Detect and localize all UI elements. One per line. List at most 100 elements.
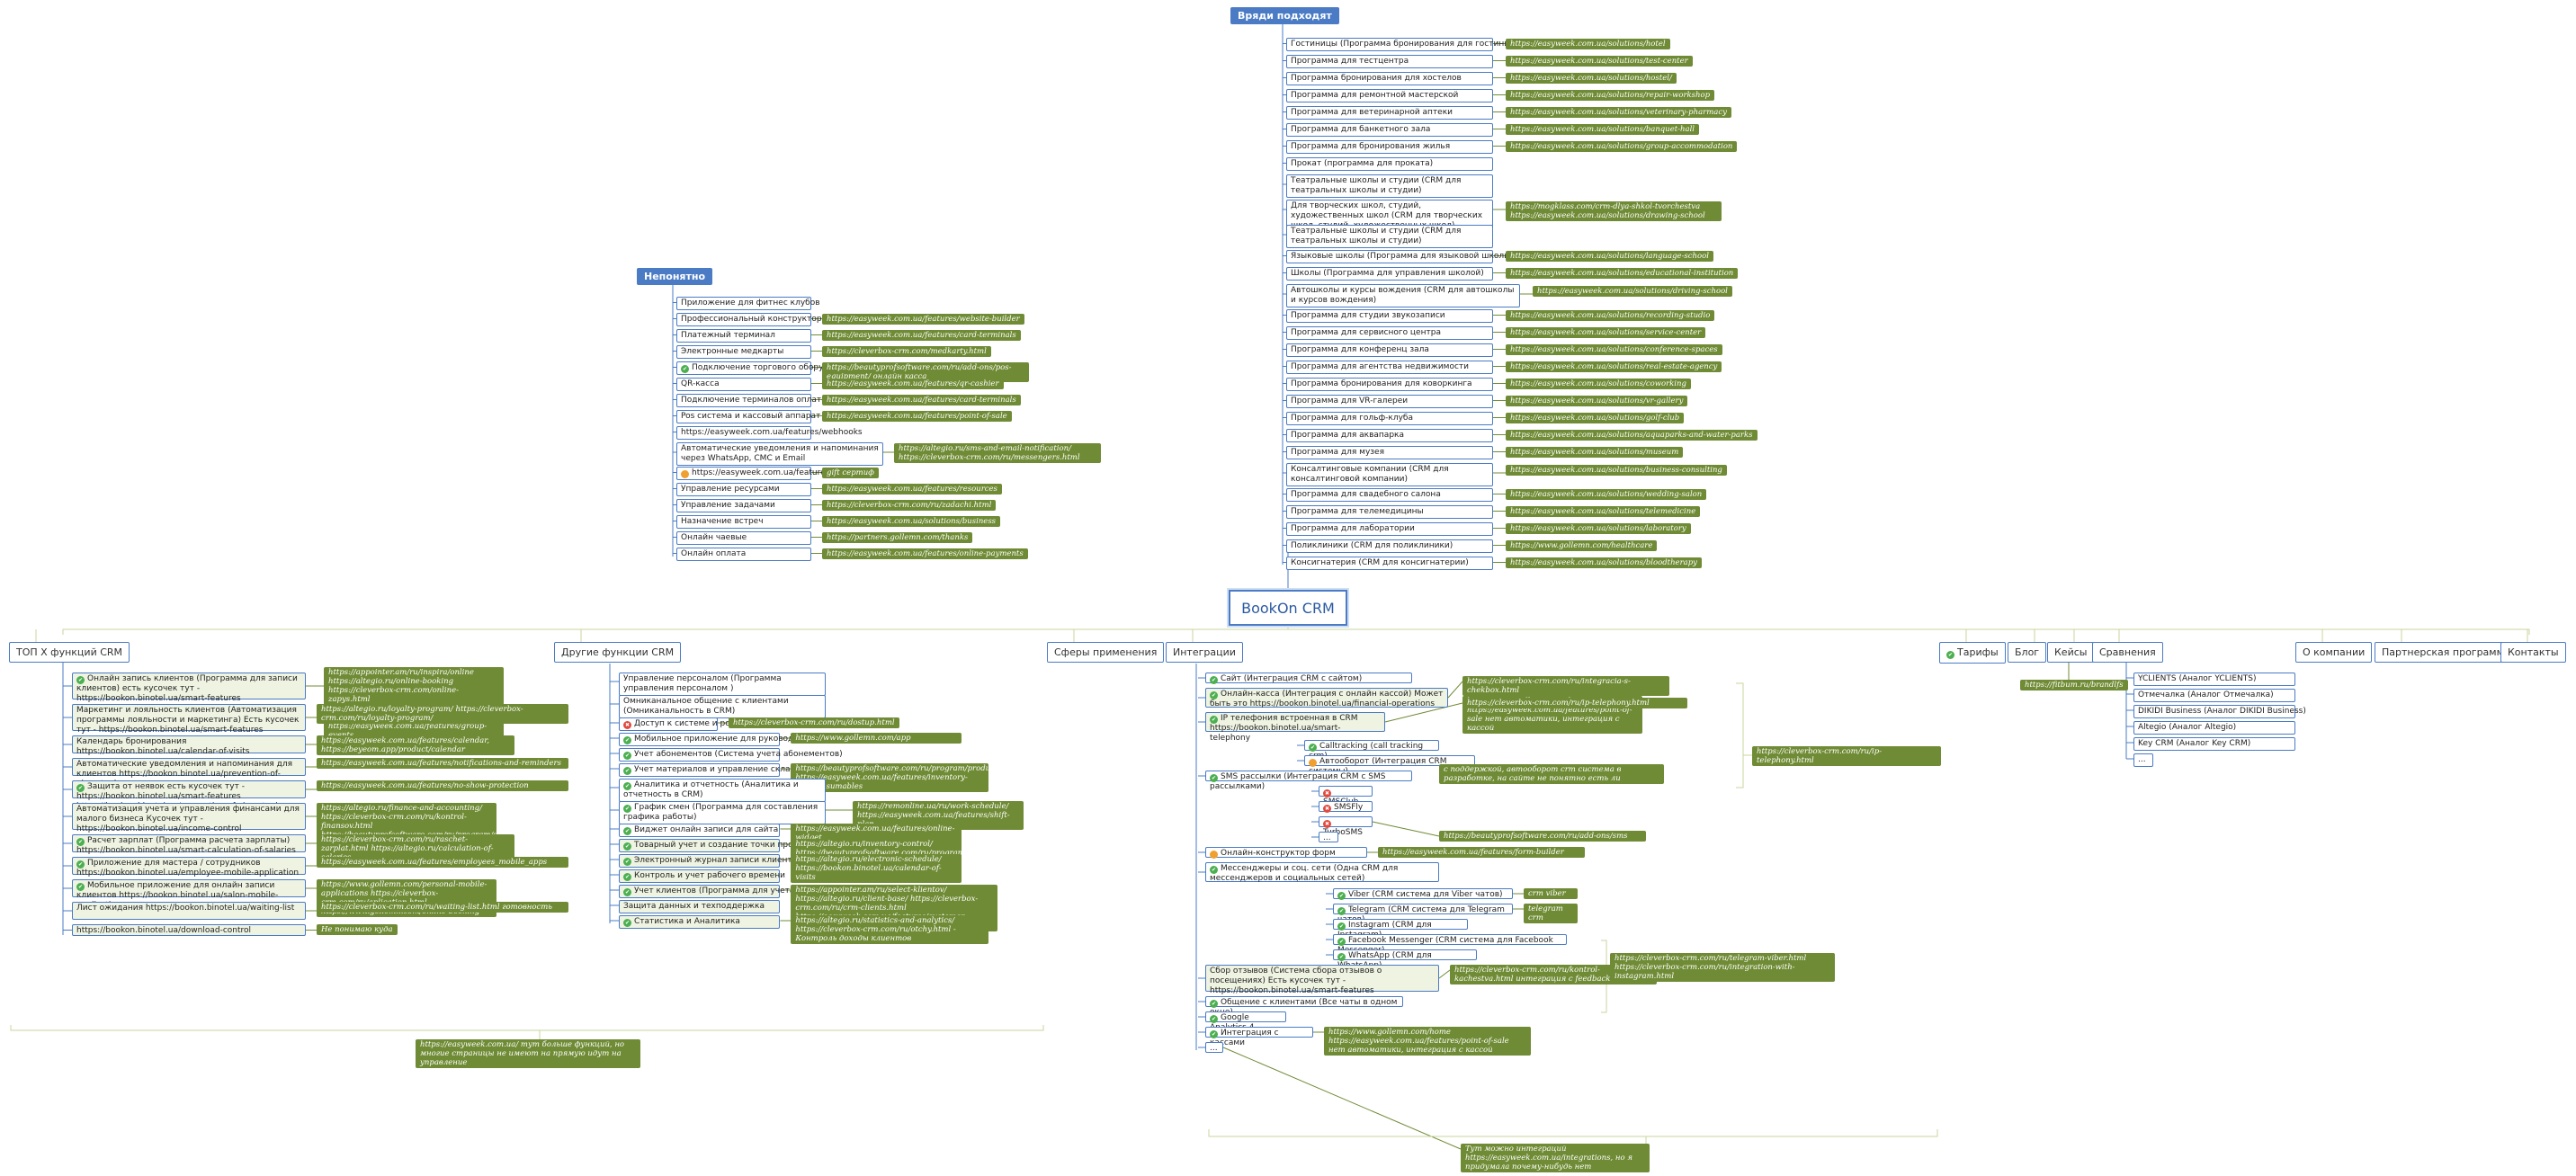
- other-item[interactable]: Учет материалов и управление складом: [619, 763, 807, 777]
- integration-item[interactable]: Instagram (CRM для Instagram): [1333, 919, 1468, 940]
- other-item[interactable]: Статистика и Аналитика: [619, 915, 781, 929]
- header-vredni[interactable]: Вряди подходят: [1230, 7, 1339, 24]
- top-item[interactable]: Приложение для мастера / сотрудников htt…: [72, 857, 306, 878]
- other-item[interactable]: Контроль и учет рабочего времени: [619, 869, 785, 883]
- neponyatno-item[interactable]: Платежный терминал: [676, 329, 811, 343]
- vredni-item[interactable]: Программа для VR-галереи: [1286, 395, 1493, 408]
- integration-item[interactable]: Общение с клиентами (Все чаты в одном ок…: [1205, 996, 1403, 1017]
- sravneniya-item[interactable]: Altegio (Аналог Altegio): [2133, 721, 2295, 735]
- top-item[interactable]: https://bookon.binotel.ua/download-contr…: [72, 924, 306, 936]
- top-item[interactable]: Защита от неявок есть кусочек тут - http…: [72, 780, 306, 811]
- category-7[interactable]: Сравнения: [2092, 642, 2163, 663]
- vredni-item[interactable]: Программа для сервисного центра: [1286, 326, 1493, 340]
- integration-item[interactable]: Сбор отзывов (Система сбора отзывов о по…: [1205, 965, 1439, 1005]
- neponyatno-item[interactable]: Подключение терминалов оплаты: [676, 394, 827, 407]
- other-item[interactable]: Виджет онлайн записи для сайта: [619, 824, 781, 837]
- neponyatno-item[interactable]: Приложение для фитнес клубов: [676, 297, 820, 310]
- header-neponyatno[interactable]: Непонятно: [637, 268, 713, 285]
- vredni-item[interactable]: Консалтинговые компании (CRM для консалт…: [1286, 463, 1493, 486]
- neponyatno-item[interactable]: QR-касса: [676, 378, 811, 391]
- top-item[interactable]: Расчет зарплат (Программа расчета зарпла…: [72, 834, 306, 855]
- top-item[interactable]: Маркетинг и лояльность клиентов (Автомат…: [72, 704, 306, 735]
- vredni-item[interactable]: Программа для агентства недвижимости: [1286, 361, 1493, 374]
- vredni-item[interactable]: Программа для аквапарка: [1286, 429, 1493, 442]
- vredni-item[interactable]: Программа для ремонтной мастерской: [1286, 89, 1493, 102]
- vredni-item[interactable]: Программа для студии звукозаписи: [1286, 309, 1493, 323]
- other-item[interactable]: Мобильное приложение для руководителя: [619, 733, 818, 746]
- vredni-item[interactable]: Консигнатерия (CRM для консигнатерии): [1286, 557, 1493, 570]
- vredni-item[interactable]: Языковые школы (Программа для языковой ш…: [1286, 250, 1514, 263]
- integration-item[interactable]: Мессенджеры и соц. сети (Одна CRM для ме…: [1205, 862, 1439, 883]
- top-item[interactable]: Календарь бронирования https://bookon.bi…: [72, 735, 306, 756]
- vredni-item[interactable]: Прокат (программа для проката): [1286, 157, 1493, 171]
- other-item[interactable]: Доступ к системе и роли: [619, 717, 740, 731]
- other-item[interactable]: Аналитика и отчетность (Аналитика и отче…: [619, 779, 826, 802]
- other-item[interactable]: Управление персоналом (Программа управле…: [619, 673, 826, 696]
- vredni-item[interactable]: Программа для тестцентра: [1286, 55, 1493, 68]
- category-9[interactable]: Партнерская программа: [2375, 642, 2518, 663]
- sravneniya-item[interactable]: YCLIENTS (Аналог YCLIENTS): [2133, 673, 2295, 686]
- integration-item[interactable]: TurboSMS: [1319, 816, 1373, 837]
- sravneniya-item[interactable]: Key CRM (Аналог Key CRM): [2133, 737, 2295, 751]
- sravneniya-item[interactable]: ...: [2133, 753, 2153, 767]
- neponyatno-item[interactable]: Онлайн чаевые: [676, 531, 811, 545]
- neponyatno-item[interactable]: https://easyweek.com.ua/features/webhook…: [676, 426, 863, 440]
- integration-item[interactable]: Интеграция с кассами: [1205, 1027, 1313, 1047]
- integration-item[interactable]: Calltracking (call tracking crm): [1304, 740, 1439, 761]
- top-item[interactable]: Мобильное приложение для онлайн записи к…: [72, 879, 306, 910]
- other-item[interactable]: Учет клиентов (Программа для учета клиен…: [619, 885, 840, 898]
- other-item[interactable]: Защита данных и техподдержка: [619, 900, 781, 913]
- vredni-item[interactable]: Театральные школы и студии (CRM для теат…: [1286, 174, 1493, 198]
- neponyatno-item[interactable]: Профессиональный конструктор сайтов: [676, 313, 854, 326]
- integration-item[interactable]: SMS рассылки (Интеграция CRM с SMS рассы…: [1205, 771, 1412, 791]
- other-item[interactable]: Товарный учет и создание точки продажи: [619, 839, 816, 852]
- top-item[interactable]: Лист ожидания https://bookon.binotel.ua/…: [72, 902, 306, 920]
- integration-item[interactable]: Сайт (Интеграция CRM с сайтом): [1205, 673, 1412, 683]
- other-item[interactable]: Электронный журнал записи клиентов: [619, 854, 801, 868]
- integration-item[interactable]: ...: [1319, 832, 1338, 842]
- neponyatno-item[interactable]: Онлайн оплата: [676, 548, 811, 561]
- vredni-item[interactable]: Поликлиники (CRM для поликлиники): [1286, 539, 1493, 553]
- vredni-item[interactable]: Программа для лаборатории: [1286, 522, 1493, 536]
- category-10[interactable]: Контакты: [2500, 642, 2566, 663]
- other-item[interactable]: Омниканальное общение с клиентами (Омник…: [619, 695, 826, 718]
- neponyatno-item[interactable]: Электронные медкарты: [676, 345, 811, 359]
- integration-item[interactable]: Telegram (CRM система для Telegram чатов…: [1333, 904, 1513, 924]
- integration-item[interactable]: Онлайн-конструктор форм: [1205, 847, 1367, 858]
- sravneniya-item[interactable]: Отмечалка (Аналог Отмечалка): [2133, 689, 2295, 702]
- integration-item[interactable]: Viber (CRM система для Viber чатов): [1333, 888, 1513, 899]
- vredni-item[interactable]: Программа для гольф-клуба: [1286, 412, 1493, 425]
- category-1[interactable]: Другие функции CRM: [554, 642, 682, 663]
- vredni-item[interactable]: Программа для телемедицины: [1286, 505, 1493, 519]
- vredni-item[interactable]: Театральные школы и студии (CRM для теат…: [1286, 225, 1493, 248]
- neponyatno-item[interactable]: https://easyweek.com.ua/features/gift-ca…: [676, 467, 871, 480]
- vredni-item[interactable]: Автошколы и курсы вождения (CRM для авто…: [1286, 284, 1520, 307]
- vredni-item[interactable]: Программа бронирования для коворкинга: [1286, 378, 1493, 391]
- integration-item[interactable]: Онлайн-касса (Интеграция с онлайн кассой…: [1205, 688, 1448, 708]
- vredni-item[interactable]: Гостиницы (Программа бронирования для го…: [1286, 38, 1518, 51]
- top-item[interactable]: Автоматические уведомления и напоминания…: [72, 758, 306, 788]
- integration-item[interactable]: WhatsApp (CRM для WhatsApp): [1333, 949, 1477, 970]
- vredni-item[interactable]: Школы (Программа для управления школой): [1286, 267, 1493, 281]
- category-4[interactable]: Тарифы: [1939, 642, 2006, 664]
- neponyatno-item[interactable]: Подключение торгового оборудования: [676, 361, 859, 375]
- sravneniya-item[interactable]: DIKIDI Business (Аналог DIKIDI Business): [2133, 705, 2306, 718]
- vredni-item[interactable]: Программа для музея: [1286, 446, 1493, 459]
- category-8[interactable]: О компании: [2295, 642, 2373, 663]
- vredni-item[interactable]: Программа для конференц зала: [1286, 343, 1493, 357]
- neponyatno-item[interactable]: Автоматические уведомления и напоминания…: [676, 442, 883, 466]
- integration-item[interactable]: ...: [1205, 1042, 1223, 1053]
- category-3[interactable]: Интеграции: [1166, 642, 1243, 663]
- vredni-item[interactable]: Программа для бронирования жилья: [1286, 140, 1493, 154]
- neponyatno-item[interactable]: Назначение встреч: [676, 515, 811, 529]
- vredni-item[interactable]: Программа бронирования для хостелов: [1286, 72, 1493, 85]
- integration-item[interactable]: IP телефония встроенная в CRM https://bo…: [1205, 712, 1385, 743]
- integration-item[interactable]: SMSClub: [1319, 786, 1373, 806]
- category-2[interactable]: Сферы применения: [1047, 642, 1165, 663]
- root-node[interactable]: BookOn CRM: [1229, 590, 1347, 626]
- integration-item[interactable]: Google Analytics 4: [1205, 1011, 1286, 1032]
- category-6[interactable]: Кейсы: [2047, 642, 2095, 663]
- vredni-item[interactable]: Программа для свадебного салона: [1286, 488, 1493, 502]
- category-5[interactable]: Блог: [2008, 642, 2047, 663]
- neponyatno-item[interactable]: Управление задачами: [676, 499, 811, 512]
